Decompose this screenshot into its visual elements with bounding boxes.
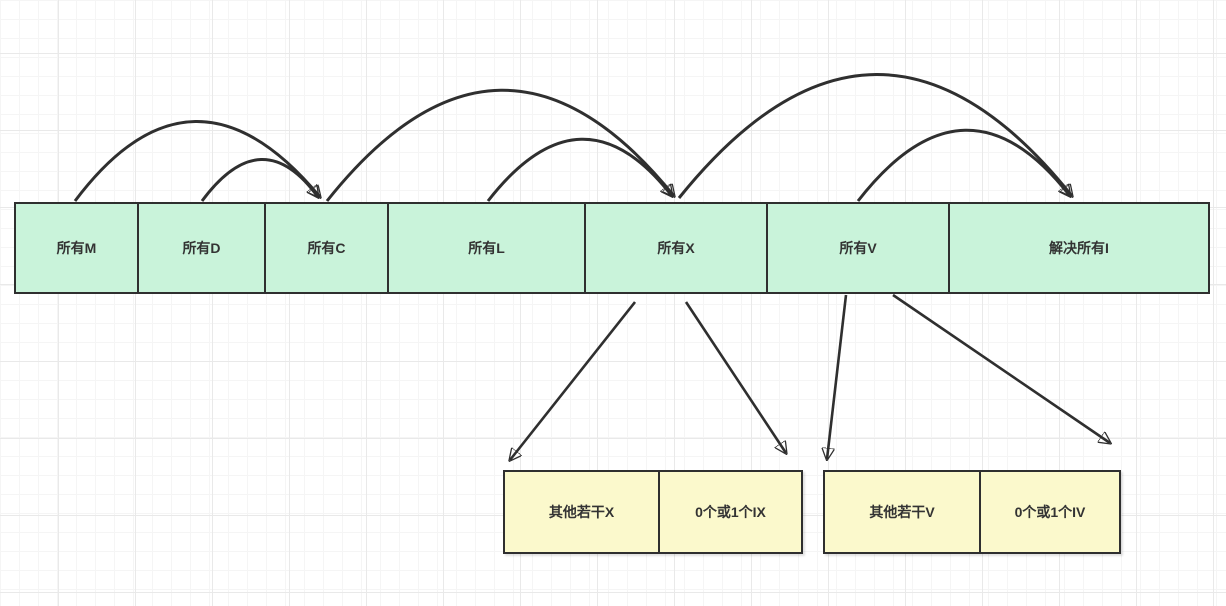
- connector-x-to-otherx[interactable]: [510, 301, 637, 460]
- connector-v-to-iv[interactable]: [892, 293, 1110, 443]
- cell-all-x[interactable]: 所有X: [586, 204, 768, 292]
- cell-all-c-label: 所有C: [307, 240, 346, 256]
- connector-arc-c-to-x[interactable]: [325, 88, 674, 202]
- subcell-other-x[interactable]: 其他若干X: [505, 472, 660, 552]
- v-breakdown-box: 其他若干V 0个或1个IV: [823, 470, 1121, 554]
- subcell-other-v-label: 其他若干V: [869, 504, 935, 520]
- cell-all-v-label: 所有V: [839, 240, 877, 256]
- cell-all-m[interactable]: 所有M: [16, 204, 139, 292]
- subcell-other-v[interactable]: 其他若干V: [825, 472, 981, 552]
- cell-all-d[interactable]: 所有D: [139, 204, 266, 292]
- x-breakdown-box: 其他若干X 0个或1个IX: [503, 470, 803, 554]
- connector-x-to-ix[interactable]: [684, 301, 786, 453]
- cell-all-d-label: 所有D: [182, 240, 221, 256]
- cell-all-x-label: 所有X: [657, 240, 695, 256]
- connector-arc-x-to-i[interactable]: [677, 73, 1072, 199]
- subcell-zero-or-one-ix-label: 0个或1个IX: [695, 504, 766, 520]
- cell-all-l[interactable]: 所有L: [389, 204, 586, 292]
- connector-arc-v-to-i[interactable]: [856, 128, 1070, 202]
- main-sequence-bar: 所有M 所有D 所有C 所有L 所有X 所有V 解决所有I: [14, 202, 1210, 294]
- connector-arc-d-to-c[interactable]: [200, 158, 318, 202]
- connector-arc-l-to-x[interactable]: [486, 137, 672, 202]
- cell-solve-all-i-label: 解决所有I: [1049, 240, 1109, 256]
- subcell-zero-or-one-iv[interactable]: 0个或1个IV: [981, 472, 1119, 552]
- cell-all-c[interactable]: 所有C: [266, 204, 389, 292]
- connector-v-to-otherv[interactable]: [827, 294, 848, 459]
- cell-all-l-label: 所有L: [468, 240, 505, 256]
- cell-all-m-label: 所有M: [56, 240, 97, 256]
- cell-solve-all-i[interactable]: 解决所有I: [950, 204, 1208, 292]
- subcell-zero-or-one-ix[interactable]: 0个或1个IX: [660, 472, 801, 552]
- subcell-other-x-label: 其他若干X: [548, 504, 615, 520]
- cell-all-v[interactable]: 所有V: [768, 204, 950, 292]
- connector-arc-m-to-c[interactable]: [73, 120, 320, 202]
- subcell-zero-or-one-iv-label: 0个或1个IV: [1014, 504, 1086, 520]
